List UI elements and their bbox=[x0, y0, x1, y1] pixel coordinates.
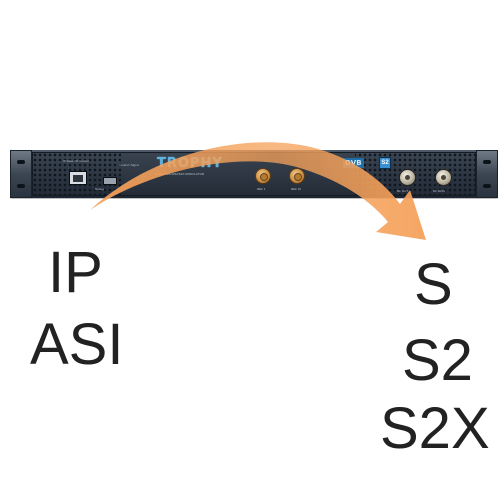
arrow-shape bbox=[90, 142, 426, 240]
rf-connector-icon bbox=[399, 169, 416, 186]
port-label: IP Data / IP Control bbox=[63, 159, 89, 163]
s2-logo: S2 bbox=[379, 157, 391, 169]
mount-slot-icon bbox=[17, 184, 25, 188]
mount-slot-icon bbox=[483, 184, 491, 188]
rf-label: RF MON bbox=[433, 189, 445, 193]
port-label: Control / Mgmt bbox=[119, 163, 139, 167]
mount-slot-icon bbox=[17, 160, 25, 164]
rack-ear-left bbox=[10, 150, 32, 198]
rf-label: RF OUT bbox=[397, 189, 409, 193]
knob-icon bbox=[289, 168, 305, 184]
port-label: Debug bbox=[95, 187, 104, 191]
device-subtitle: ASI/IP DVB-S/S2/S2X MODULATOR bbox=[155, 172, 205, 176]
knob-label: REF IN bbox=[291, 187, 301, 191]
input-label-asi: ASI bbox=[30, 312, 124, 377]
rack-ear-right bbox=[476, 150, 498, 198]
dvb-logo: DVB bbox=[343, 158, 364, 168]
knob-icon bbox=[255, 168, 271, 184]
output-label-s2x: S2X bbox=[380, 396, 490, 461]
output-label-s: S bbox=[414, 252, 453, 317]
ethernet-port-icon bbox=[69, 171, 87, 185]
rf-connector-icon bbox=[435, 169, 452, 186]
knob-label: REF 1 bbox=[257, 187, 266, 191]
input-label-ip: IP bbox=[48, 240, 103, 305]
mount-slot-icon bbox=[483, 160, 491, 164]
output-label-s2: S2 bbox=[402, 328, 473, 393]
usb-port-icon bbox=[103, 177, 117, 185]
